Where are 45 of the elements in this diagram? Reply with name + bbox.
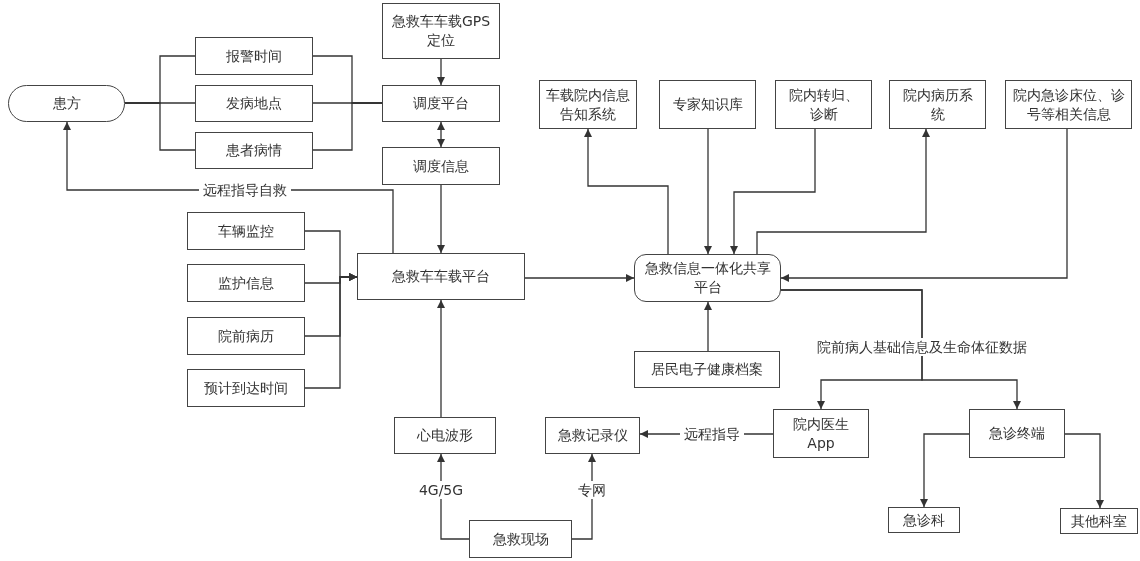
process-box: 调度信息	[382, 147, 500, 185]
process-box: 急救现场	[469, 520, 572, 558]
arrow	[437, 299, 445, 418]
double-arrow	[437, 121, 445, 148]
process-box: 专家知识库	[659, 80, 756, 129]
process-box: 发病地点	[195, 85, 313, 122]
arrow	[584, 128, 669, 255]
process-box: 患者病情	[195, 132, 313, 169]
terminal-pill: 患方	[8, 85, 125, 122]
process-box: 院内急诊床位、诊号等相关信息	[1005, 80, 1132, 129]
arrow	[437, 184, 445, 254]
connector-line	[124, 102, 196, 151]
process-box: 急诊科	[888, 507, 960, 533]
rounded-box: 急救信息一体化共享平台	[634, 254, 781, 302]
process-box: 监护信息	[187, 264, 305, 302]
process-box: 报警时间	[195, 37, 313, 75]
process-box: 院内转归、诊断	[775, 80, 872, 129]
process-box: 其他科室	[1060, 508, 1138, 534]
process-box: 急救记录仪	[545, 417, 640, 454]
process-box: 车辆监控	[187, 212, 305, 250]
arrow	[704, 128, 712, 255]
arrow	[780, 128, 1068, 282]
process-box: 院内病历系统	[889, 80, 986, 129]
connector-line	[312, 102, 383, 151]
process-box: 急救车车载平台	[357, 253, 525, 300]
arrow	[920, 433, 970, 508]
process-box: 居民电子健康档案	[634, 351, 780, 388]
arrow	[437, 58, 445, 86]
edge-label: 远程指导自救	[199, 181, 291, 199]
arrow	[756, 128, 930, 255]
process-box: 调度平台	[382, 85, 500, 122]
process-box: 急救车车载GPS定位	[382, 3, 500, 59]
arrow	[780, 289, 1021, 410]
arrow	[704, 301, 712, 352]
arrow	[1064, 433, 1104, 509]
arrow	[304, 273, 358, 389]
process-box: 心电波形	[394, 417, 496, 454]
arrow	[730, 128, 816, 255]
process-box: 预计到达时间	[187, 369, 305, 407]
process-box: 院内医生App	[773, 409, 869, 458]
arrow	[524, 274, 635, 282]
process-box: 车载院内信息告知系统	[539, 80, 637, 129]
process-box: 急诊终端	[969, 409, 1065, 458]
edge-label: 远程指导	[680, 425, 744, 443]
process-box: 院前病历	[187, 317, 305, 355]
